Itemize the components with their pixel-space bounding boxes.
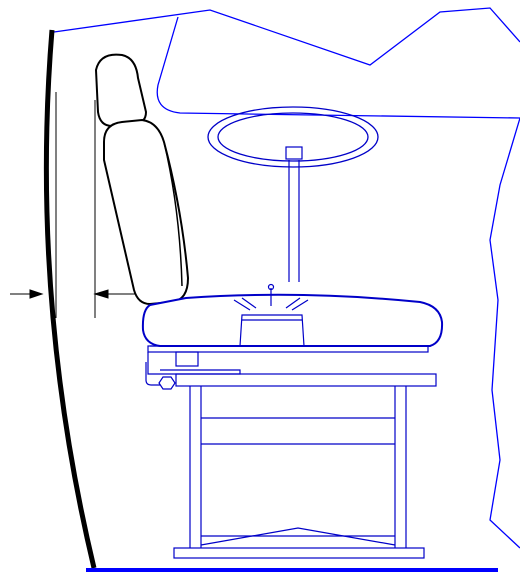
base-foot-plate (173, 547, 425, 559)
suspension-lower-plate (147, 352, 241, 375)
front-windscreen-line (489, 117, 520, 549)
base-top-plate (175, 373, 437, 387)
cab-roof-outline (53, 7, 520, 549)
control-bracket-left (233, 297, 257, 311)
arrowhead-right (93, 289, 109, 299)
roof-top-line (53, 7, 520, 66)
steering-column-collar (285, 146, 303, 160)
seat-base-frame (173, 373, 437, 559)
seat-backrest (103, 118, 190, 306)
curved-cab-wall (43, 29, 97, 569)
rail-hook (145, 362, 160, 386)
arrowhead-left (29, 289, 44, 299)
suspension-top-plate (147, 345, 429, 353)
control-bracket-right (285, 297, 309, 311)
steering-column (285, 146, 303, 282)
steering-wheel-inner (217, 112, 369, 162)
lower-gusset (200, 527, 396, 546)
seat-suspension (145, 345, 429, 390)
control-knob (267, 283, 275, 291)
steering-wheel (207, 106, 379, 168)
dashboard-panel-outline (156, 16, 520, 119)
headrest (94, 53, 148, 128)
seat-backrest-edge (163, 141, 183, 287)
suspension-block (175, 351, 199, 367)
steering-wheel-outer (207, 106, 379, 168)
adjuster-hex-nut (158, 376, 176, 390)
